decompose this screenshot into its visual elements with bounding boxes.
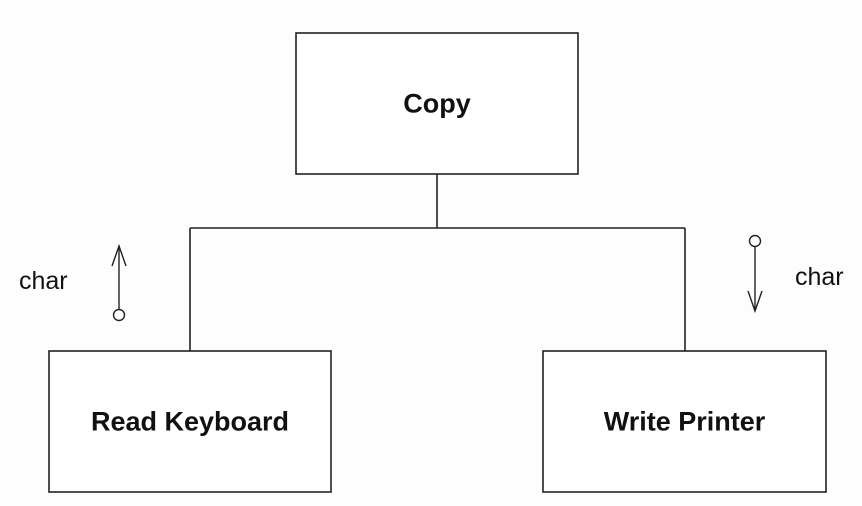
data-flow-char-up: char [19,243,127,322]
module-copy-label: Copy [403,89,471,119]
module-connectors [189,174,686,351]
module-write-printer-box [542,350,827,493]
data-flow-char-down-arrowhead [747,290,763,314]
module-write-printer: Write Printer [542,350,827,493]
module-read-keyboard-label: Read Keyboard [91,407,289,437]
module-write-printer-label: Write Printer [604,407,766,437]
module-read-keyboard: Read Keyboard [48,350,332,493]
data-flow-char-up-origin [112,308,126,322]
data-flow-char-down: char [747,234,844,314]
data-flow-char-up-arrowhead [111,243,127,267]
module-copy: Copy [295,32,579,175]
data-flow-char-up-label: char [19,267,68,295]
data-flow-char-down-origin [748,234,762,248]
module-read-keyboard-box [48,350,332,493]
module-copy-box [295,32,579,175]
data-flow-char-down-label: char [795,263,844,291]
